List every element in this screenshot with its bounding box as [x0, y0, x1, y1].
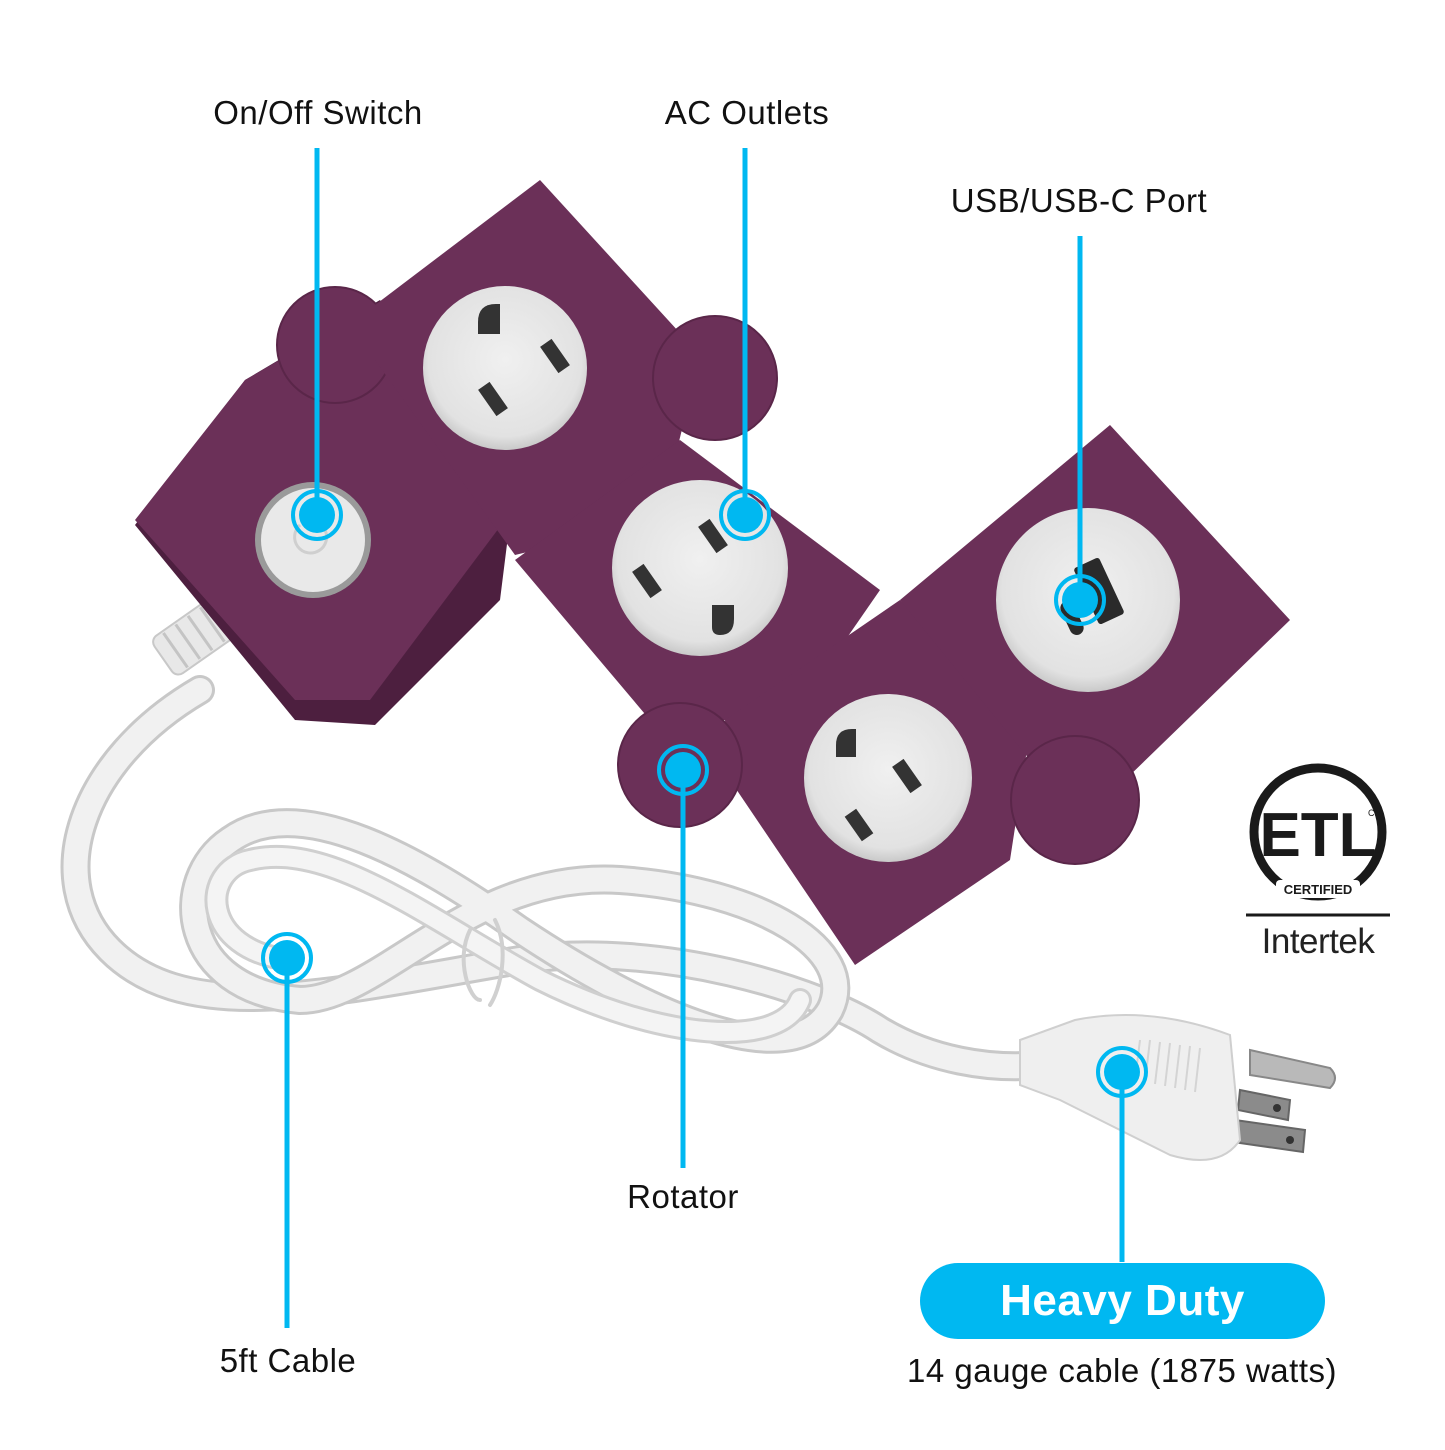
label-usb-port: USB/USB-C Port	[950, 182, 1208, 219]
cable	[60, 675, 1055, 1082]
outlet-module-2	[515, 440, 880, 720]
plug	[1019, 1014, 1336, 1161]
heavy-duty-badge: Heavy Duty	[920, 1263, 1325, 1339]
label-rotator: Rotator	[627, 1178, 739, 1215]
callout-lines	[284, 148, 1125, 1328]
intertek-label: Intertek	[1261, 922, 1375, 961]
etl-mark-text: ETL	[1259, 801, 1376, 870]
etl-cm-text: CM	[1368, 808, 1382, 818]
etl-certified-icon: ETL CM CERTIFIED	[1246, 763, 1390, 917]
cable-spec: 14 gauge cable (1875 watts)	[907, 1352, 1337, 1389]
label-cable-length: 5ft Cable	[219, 1342, 357, 1379]
callout-dots	[261, 489, 1148, 1098]
outlet-module-1	[375, 180, 778, 555]
label-on-off-switch: On/Off Switch	[213, 94, 423, 131]
etl-certified-text: CERTIFIED	[1284, 882, 1353, 897]
label-ac-outlets: AC Outlets	[664, 94, 830, 131]
